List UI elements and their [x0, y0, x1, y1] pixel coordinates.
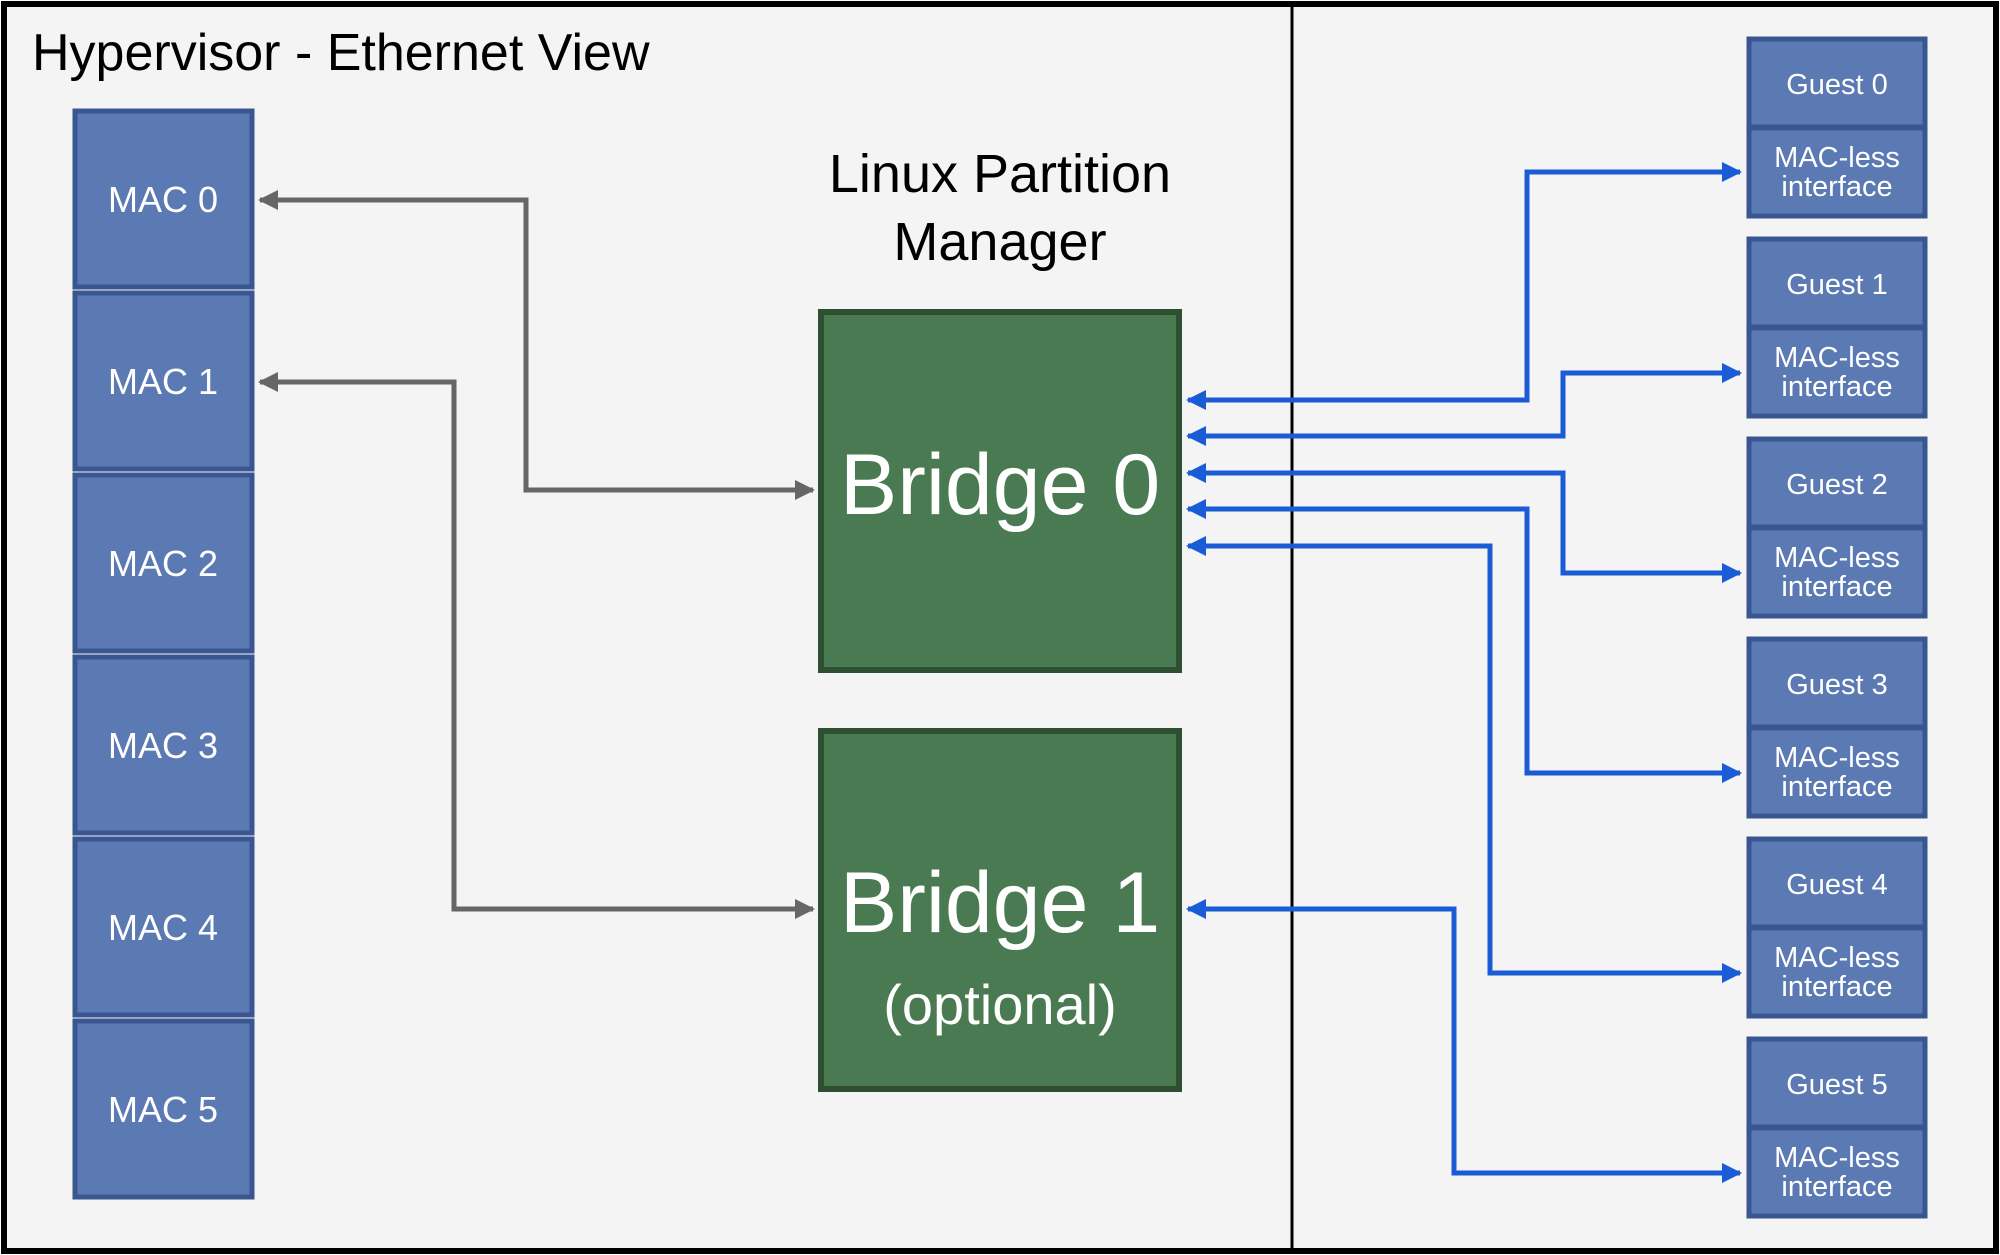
- mac-block-1: MAC 1: [72, 290, 255, 472]
- diagram-title: Hypervisor - Ethernet View: [32, 24, 650, 82]
- guest-iface-line1: MAC-less: [1774, 742, 1900, 774]
- mac-block-3: MAC 3: [72, 654, 255, 836]
- guest-name: Guest 3: [1786, 669, 1888, 701]
- guest-block-0: Guest 0 MAC-less interface: [1746, 36, 1928, 219]
- guest-block-3: Guest 3 MAC-less interface: [1746, 636, 1928, 819]
- mac-label: MAC 4: [108, 907, 218, 948]
- guest-name: Guest 5: [1786, 1069, 1888, 1101]
- guest-iface-line1: MAC-less: [1774, 342, 1900, 374]
- bridge-1: Bridge 1 (optional): [818, 728, 1182, 1092]
- guest-block-1: Guest 1 MAC-less interface: [1746, 236, 1928, 419]
- mac-block-0: MAC 0: [72, 108, 255, 290]
- bridge-sublabel: (optional): [883, 973, 1116, 1036]
- bridge-label: Bridge 0: [840, 437, 1160, 533]
- guest-block-2: Guest 2 MAC-less interface: [1746, 436, 1928, 619]
- guest-name: Guest 4: [1786, 869, 1888, 901]
- mac-column: MAC 0 MAC 1 MAC 2 MAC 3 MAC 4 MAC 5: [72, 108, 255, 1200]
- guest-iface-line1: MAC-less: [1774, 1142, 1900, 1174]
- guest-iface-line2: interface: [1781, 1171, 1892, 1203]
- mac-block-4: MAC 4: [72, 836, 255, 1018]
- guest-block-4: Guest 4 MAC-less interface: [1746, 836, 1928, 1019]
- guest-iface-line2: interface: [1781, 971, 1892, 1003]
- guest-name: Guest 1: [1786, 269, 1888, 301]
- guest-name: Guest 0: [1786, 69, 1888, 101]
- manager-title-line2: Manager: [893, 212, 1106, 272]
- mac-label: MAC 2: [108, 543, 218, 584]
- bridge-0: Bridge 0: [818, 309, 1182, 673]
- mac-label: MAC 0: [108, 179, 218, 220]
- bridge-guest-connectors: [1186, 162, 1742, 1183]
- mac-label: MAC 3: [108, 725, 218, 766]
- guest-iface-line2: interface: [1781, 371, 1892, 403]
- mac-bridge-connectors: [258, 190, 815, 919]
- guest-column: Guest 0 MAC-less interface Guest 1 MAC-l…: [1746, 36, 1928, 1219]
- guest-name: Guest 2: [1786, 469, 1888, 501]
- mac-label: MAC 1: [108, 361, 218, 402]
- guest-iface-line1: MAC-less: [1774, 142, 1900, 174]
- mac-block-5: MAC 5: [72, 1018, 255, 1200]
- guest-iface-line1: MAC-less: [1774, 542, 1900, 574]
- guest-iface-line2: interface: [1781, 771, 1892, 803]
- bridge-label: Bridge 1: [840, 855, 1160, 951]
- guest-iface-line1: MAC-less: [1774, 942, 1900, 974]
- guest-iface-line2: interface: [1781, 571, 1892, 603]
- connector-bridge1-guest5: [1186, 899, 1742, 1183]
- connector-bridge0-guest1: [1186, 363, 1742, 446]
- mac-block-2: MAC 2: [72, 472, 255, 654]
- connector-mac1-bridge1: [258, 372, 815, 919]
- guest-block-5: Guest 5 MAC-less interface: [1746, 1036, 1928, 1219]
- mac-label: MAC 5: [108, 1089, 218, 1130]
- manager-title-line1: Linux Partition: [829, 144, 1171, 204]
- guest-iface-line2: interface: [1781, 171, 1892, 203]
